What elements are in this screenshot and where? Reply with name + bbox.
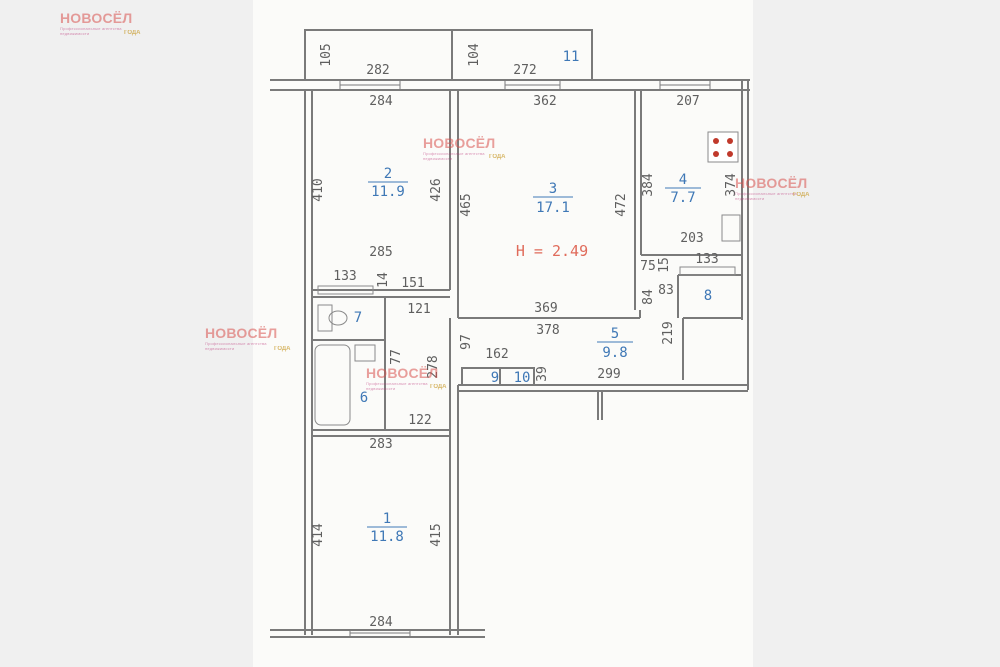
- dim-room2-top: 284: [369, 94, 393, 109]
- washbasin-icon: [354, 344, 376, 362]
- fixtures: [314, 131, 741, 426]
- dim-room2-right: 426: [429, 178, 444, 201]
- room-7-number: 7: [354, 310, 362, 326]
- room-3-number: 3: [549, 181, 557, 197]
- dim-room1-right: 415: [429, 523, 444, 546]
- dim-room4-left: 384: [641, 173, 656, 197]
- dim-room3-top: 362: [533, 94, 556, 109]
- watermark-logo: НОВОСЁЛ Профессиональные агентства недви…: [60, 10, 132, 36]
- stove-icon: [707, 131, 739, 163]
- dim-radiator-room2: 133: [333, 269, 356, 284]
- dim-balcony-top-left: 282: [366, 63, 389, 78]
- radiator-icon: [317, 285, 374, 295]
- watermark-brand: НОВОСЁЛ: [423, 135, 496, 151]
- dim-room4-top: 207: [676, 94, 699, 109]
- dim-room3-bottom: 369: [534, 301, 557, 316]
- room-5-area: 9.8: [602, 345, 627, 361]
- watermark-badge: ГОДА: [274, 346, 291, 352]
- room-4-number: 4: [679, 172, 687, 188]
- room-4-area: 7.7: [670, 190, 695, 206]
- room-2-area: 11.9: [371, 184, 405, 200]
- plan-sheet: [253, 0, 753, 667]
- dim-room1-bottom: 284: [369, 615, 393, 630]
- room-2-number: 2: [384, 166, 392, 182]
- watermark-tagline: Профессиональные агентства недвижимости: [205, 341, 267, 351]
- dim-corridor-bottom: 299: [597, 367, 620, 382]
- dim-closet8-width: 83: [658, 283, 674, 298]
- dim-corridor-97: 97: [459, 334, 474, 350]
- watermark-tagline: Профессиональные агентства недвижимости: [366, 381, 428, 391]
- watermark-brand: НОВОСЁЛ: [366, 365, 439, 381]
- dim-room3-right: 472: [614, 193, 629, 216]
- dim-room4-75: 75: [640, 259, 656, 274]
- dim-room1-left: 414: [311, 523, 326, 547]
- watermark-badge: ГОДА: [124, 30, 141, 36]
- room-1-area: 11.8: [370, 529, 404, 545]
- dim-wc-top: 121: [407, 302, 430, 317]
- room-3-area: 17.1: [536, 200, 570, 216]
- dim-hall-278: 278: [426, 355, 441, 378]
- kitchen-sink-icon: [721, 214, 741, 242]
- dim-room3-left: 465: [459, 193, 474, 216]
- dim-room2-bottom: 285: [369, 245, 392, 260]
- dim-room2-door: 151: [401, 276, 424, 291]
- dim-room2-left: 410: [311, 178, 326, 201]
- dim-balcony-left: 105: [319, 43, 334, 66]
- room-5-number: 5: [611, 326, 619, 342]
- dim-balcony-top-right: 272: [513, 63, 536, 78]
- radiator-icon: [679, 266, 736, 276]
- dim-corridor-84: 84: [641, 289, 656, 305]
- windows: [339, 79, 711, 638]
- watermark-logo: НОВОСЁЛ Профессиональные агентства недви…: [423, 135, 495, 161]
- watermark-logo: НОВОСЁЛ Профессиональные агентства недви…: [735, 175, 807, 201]
- watermark-badge: ГОДА: [793, 192, 810, 198]
- watermark-tagline: Профессиональные агентства недвижимости: [60, 26, 122, 36]
- dim-bath-77: 77: [389, 349, 404, 365]
- watermark-brand: НОВОСЁЛ: [205, 325, 278, 341]
- dim-closet8-height: 219: [661, 321, 676, 344]
- dim-corridor-top: 378: [536, 323, 559, 338]
- dim-closets-depth: 39: [535, 366, 550, 382]
- dim-room1-top: 283: [369, 437, 392, 452]
- dim-room4-right: 374: [724, 173, 739, 197]
- bathtub-icon: [314, 344, 351, 426]
- watermark-tagline: Профессиональные агентства недвижимости: [735, 191, 797, 201]
- dim-radiator-room4: 133: [695, 252, 718, 267]
- dim-balcony-mid: 104: [467, 43, 482, 67]
- watermark-badge: ГОДА: [489, 154, 506, 160]
- dim-bath-bottom: 122: [408, 413, 431, 428]
- watermark-badge: ГОДА: [430, 384, 447, 390]
- dim-closets-width: 162: [485, 347, 508, 362]
- room-1-number: 1: [383, 511, 391, 527]
- room-6-number: 6: [360, 390, 368, 406]
- ceiling-height-label: H = 2.49: [516, 242, 588, 260]
- room-8-number: 8: [704, 288, 712, 304]
- watermark-brand: НОВОСЁЛ: [735, 175, 808, 191]
- watermark-tagline: Профессиональные агентства недвижимости: [423, 151, 485, 161]
- watermark-brand: НОВОСЁЛ: [60, 10, 133, 26]
- dim-wall-14: 14: [376, 272, 391, 288]
- toilet-icon: [317, 304, 333, 332]
- dim-room4-bottom: 203: [680, 231, 703, 246]
- room-9-number: 9: [491, 370, 499, 386]
- watermark-logo: НОВОСЁЛ Профессиональные агентства недви…: [205, 325, 277, 351]
- watermark-logo: НОВОСЁЛ Профессиональные агентства недви…: [366, 365, 438, 391]
- room-10-number: 10: [514, 370, 531, 386]
- walls: [270, 29, 750, 638]
- dim-room4-15: 15: [657, 257, 672, 273]
- room-11-number: 11: [563, 49, 580, 65]
